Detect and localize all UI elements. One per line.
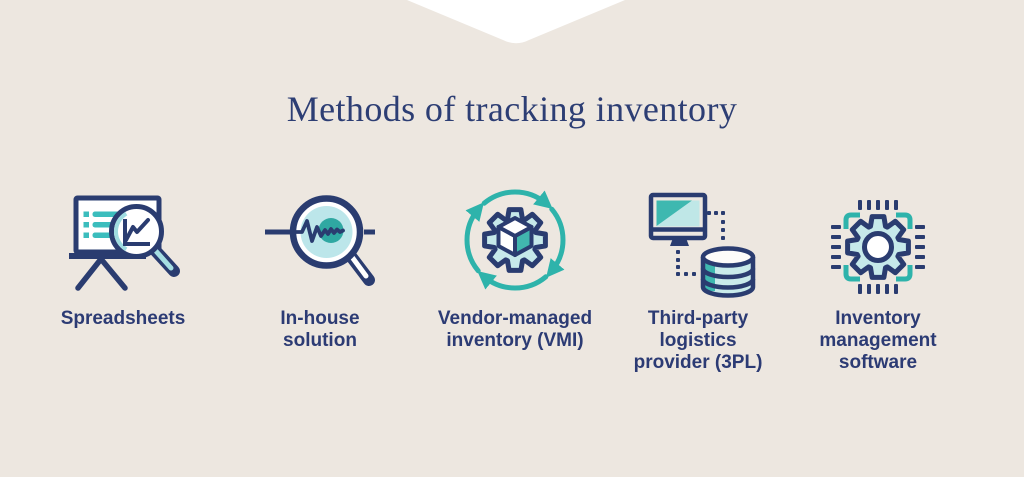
method-item-spreadsheets: Spreadsheets xyxy=(23,176,223,330)
method-label: Spreadsheets xyxy=(60,308,186,329)
presentation-chart-magnifier-icon xyxy=(61,176,186,304)
method-item-in-house-solution: In-house solution xyxy=(220,176,420,352)
method-label: Inventory management software xyxy=(819,308,937,373)
monitor-database-icon xyxy=(633,176,763,304)
method-item-3pl: Third-party logistics provider (3PL) xyxy=(598,176,798,374)
page-title: Methods of tracking inventory xyxy=(286,89,738,129)
method-label: In-house solution xyxy=(280,308,360,351)
top-chevron-notch xyxy=(407,0,625,44)
gear-cube-cycle-icon xyxy=(445,176,585,304)
methods-row: Spreadsheets In-house solution xyxy=(0,176,1024,406)
method-item-inventory-software: Inventory management software xyxy=(778,176,978,374)
method-label: Third-party logistics provider (3PL) xyxy=(633,308,763,373)
method-label: Vendor-managed inventory (VMI) xyxy=(437,308,593,351)
magnifier-pulse-icon xyxy=(260,176,380,304)
gear-microchip-icon xyxy=(818,176,938,304)
method-item-vmi: Vendor-managed inventory (VMI) xyxy=(415,176,615,352)
